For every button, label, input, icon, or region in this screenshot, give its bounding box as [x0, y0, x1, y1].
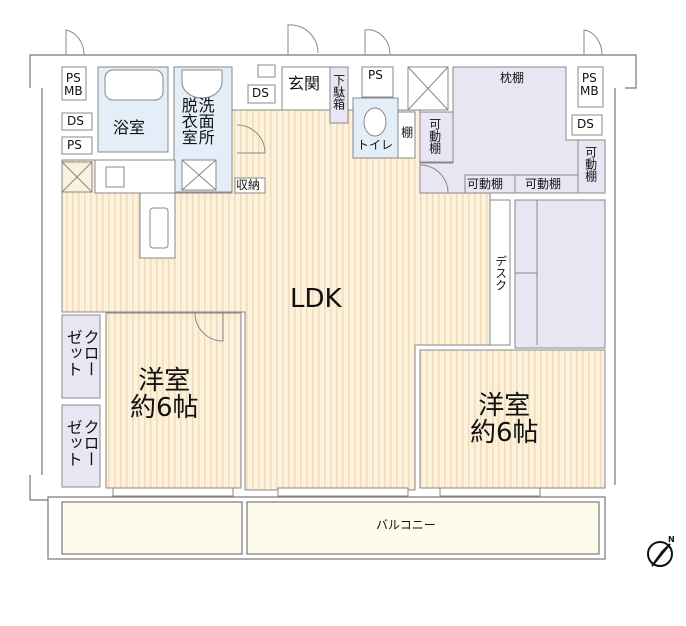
desk-label: デスク	[493, 255, 508, 291]
right-room-floor	[419, 349, 606, 489]
toilet-label: トイレ	[357, 138, 394, 152]
closet-2-label: クローゼット	[63, 419, 100, 467]
closet-1	[61, 314, 101, 399]
ldk-label: LDK	[290, 284, 342, 314]
desk	[489, 199, 511, 346]
compass-icon	[647, 541, 673, 567]
ds-1-label: DS	[67, 114, 84, 128]
ps-1-label: PS	[67, 138, 82, 152]
ps-2-label: PS	[368, 68, 383, 82]
outer-wall-top	[29, 54, 637, 89]
shoe-box	[329, 66, 349, 124]
movable-shelf-4-label: 可動棚	[583, 146, 598, 182]
ds-3-label: DS	[577, 117, 594, 131]
closet-1-label: クローゼット	[63, 329, 100, 377]
ps-mb-left-label: PS MB	[64, 71, 83, 98]
entrance-floor	[281, 66, 331, 111]
storage-label: 収納	[236, 178, 261, 192]
movable-shelf-3-label: 可動棚	[525, 177, 562, 191]
movable-shelf-2-label: 可動棚	[467, 177, 504, 191]
right-western-room-label: 洋室 約6帖	[470, 391, 539, 449]
entrance-label: 玄関	[288, 74, 321, 93]
ds-2-label: DS	[252, 86, 269, 100]
balcony-label: バルコニー	[376, 518, 436, 532]
left-western-room-label: 洋室 約6帖	[130, 366, 199, 424]
compass-north-label: N	[668, 535, 675, 544]
washroom-label: 洗面所脱衣室	[178, 97, 215, 145]
toilet-shelf-label: 棚	[399, 126, 414, 138]
pillow-shelf-label: 枕棚	[500, 71, 525, 85]
shoe-box-label: 下駄箱	[331, 74, 346, 110]
movable-shelf-1-label: 可動棚	[427, 118, 442, 154]
bathroom-label: 浴室	[113, 118, 146, 137]
right-storage	[514, 199, 606, 349]
outer-wall-left	[29, 475, 48, 501]
left-room-floor	[105, 312, 242, 489]
closet-2	[61, 404, 101, 488]
ps-mb-right-label: PS MB	[580, 71, 599, 98]
